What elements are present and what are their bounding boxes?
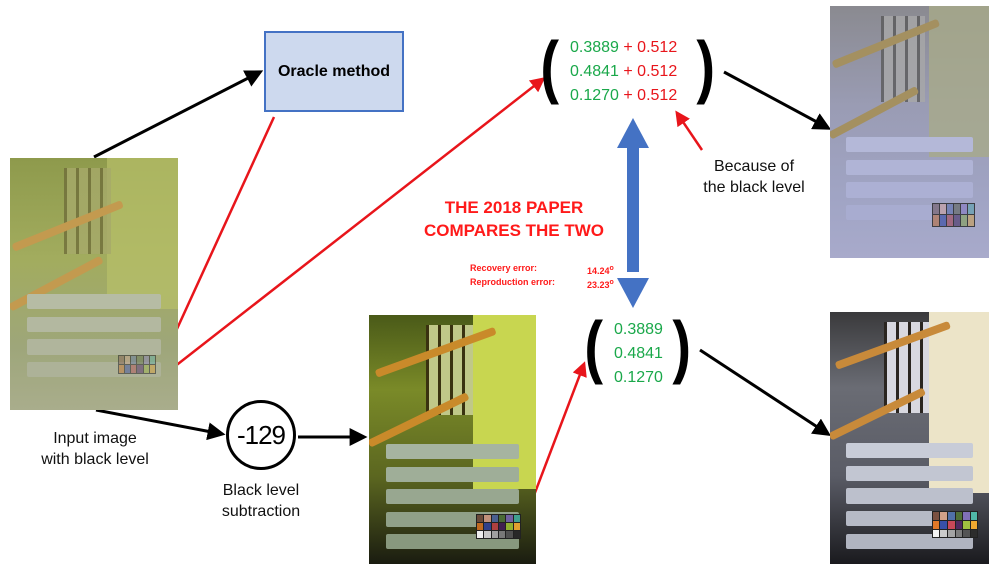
recovery-error-row: Recovery error: 14.24o (470, 262, 630, 276)
vector-offset-plus-1: + 0.512 (623, 39, 678, 56)
vector-clean: 0.3889 0.4841 0.1270 (614, 318, 684, 390)
vector-clean-value-1: 0.3889 (614, 321, 663, 338)
vector-offset-plus-2: + 0.512 (623, 63, 678, 80)
subtraction-caption-line-1: Black level (222, 482, 300, 499)
arrow-vector-to-corrected-result (699, 348, 832, 436)
vector-offset-row-2: 0.4841 + 0.512 (570, 60, 720, 84)
subtraction-value: -129 (236, 419, 286, 450)
vector-clean-value-3: 0.1270 (614, 369, 663, 386)
reproduction-degree-symbol: o (609, 279, 614, 286)
black-level-note-line-2: the black level (703, 179, 805, 196)
vector-clean-right-paren: ) (672, 307, 691, 385)
vector-offset-value-3: 0.1270 (570, 87, 619, 104)
arrow-note-to-offset (675, 110, 704, 151)
subtraction-caption-line-2: subtraction (221, 503, 301, 520)
black-level-subtraction-node: -129 (226, 400, 296, 470)
vector-offset-value-1: 0.3889 (570, 39, 619, 56)
oracle-result-image (830, 6, 989, 258)
black-level-note-line-1: Because of (713, 158, 795, 175)
oracle-method-label: Oracle method (277, 62, 391, 80)
input-caption-line-1: Input image (53, 430, 137, 447)
vector-offset-row-3: 0.1270 + 0.512 (570, 84, 720, 108)
recovery-degree-symbol: o (609, 265, 614, 272)
arrow-oracle-to-checker (158, 116, 276, 369)
comparison-headline: THE 2018 PAPER COMPARES THE TWO (414, 196, 614, 242)
arrow-input-to-subtraction (95, 408, 226, 441)
arrow-input-to-oracle (93, 70, 264, 159)
vector-offset-left-paren: ( (540, 27, 559, 105)
input-image (10, 158, 178, 410)
compare-double-arrow (617, 118, 649, 308)
vector-offset-plus-3: + 0.512 (623, 87, 678, 104)
headline-line-1: THE 2018 PAPER (444, 198, 584, 217)
vector-offset-right-paren: ) (696, 27, 715, 105)
recovery-error-label: Recovery error: (470, 263, 538, 273)
reproduction-error-label: Reproduction error: (470, 277, 556, 287)
arrow-checker-to-vector (159, 77, 546, 379)
vector-with-offset: 0.3889 + 0.512 0.4841 + 0.512 0.1270 + 0… (570, 36, 720, 108)
headline-line-2: COMPARES THE TWO (423, 221, 605, 240)
corrected-result-image (830, 312, 989, 564)
recovery-error-value: 14.24 (587, 266, 610, 276)
reproduction-error-value: 23.23 (587, 280, 610, 290)
oracle-method-box: Oracle method (264, 31, 404, 112)
arrow-vector-to-oracle-result (723, 70, 832, 130)
input-image-caption: Input image with black level (20, 428, 170, 470)
subtracted-image (369, 315, 536, 564)
reproduction-error-row: Reproduction error: 23.23o (470, 276, 630, 290)
input-caption-line-2: with black level (41, 451, 149, 468)
vector-offset-value-2: 0.4841 (570, 63, 619, 80)
black-level-note: Because of the black level (684, 156, 824, 198)
vector-clean-left-paren: ( (584, 307, 603, 385)
subtraction-caption: Black level subtraction (196, 480, 326, 522)
vector-clean-value-2: 0.4841 (614, 345, 663, 362)
vector-offset-row-1: 0.3889 + 0.512 (570, 36, 720, 60)
